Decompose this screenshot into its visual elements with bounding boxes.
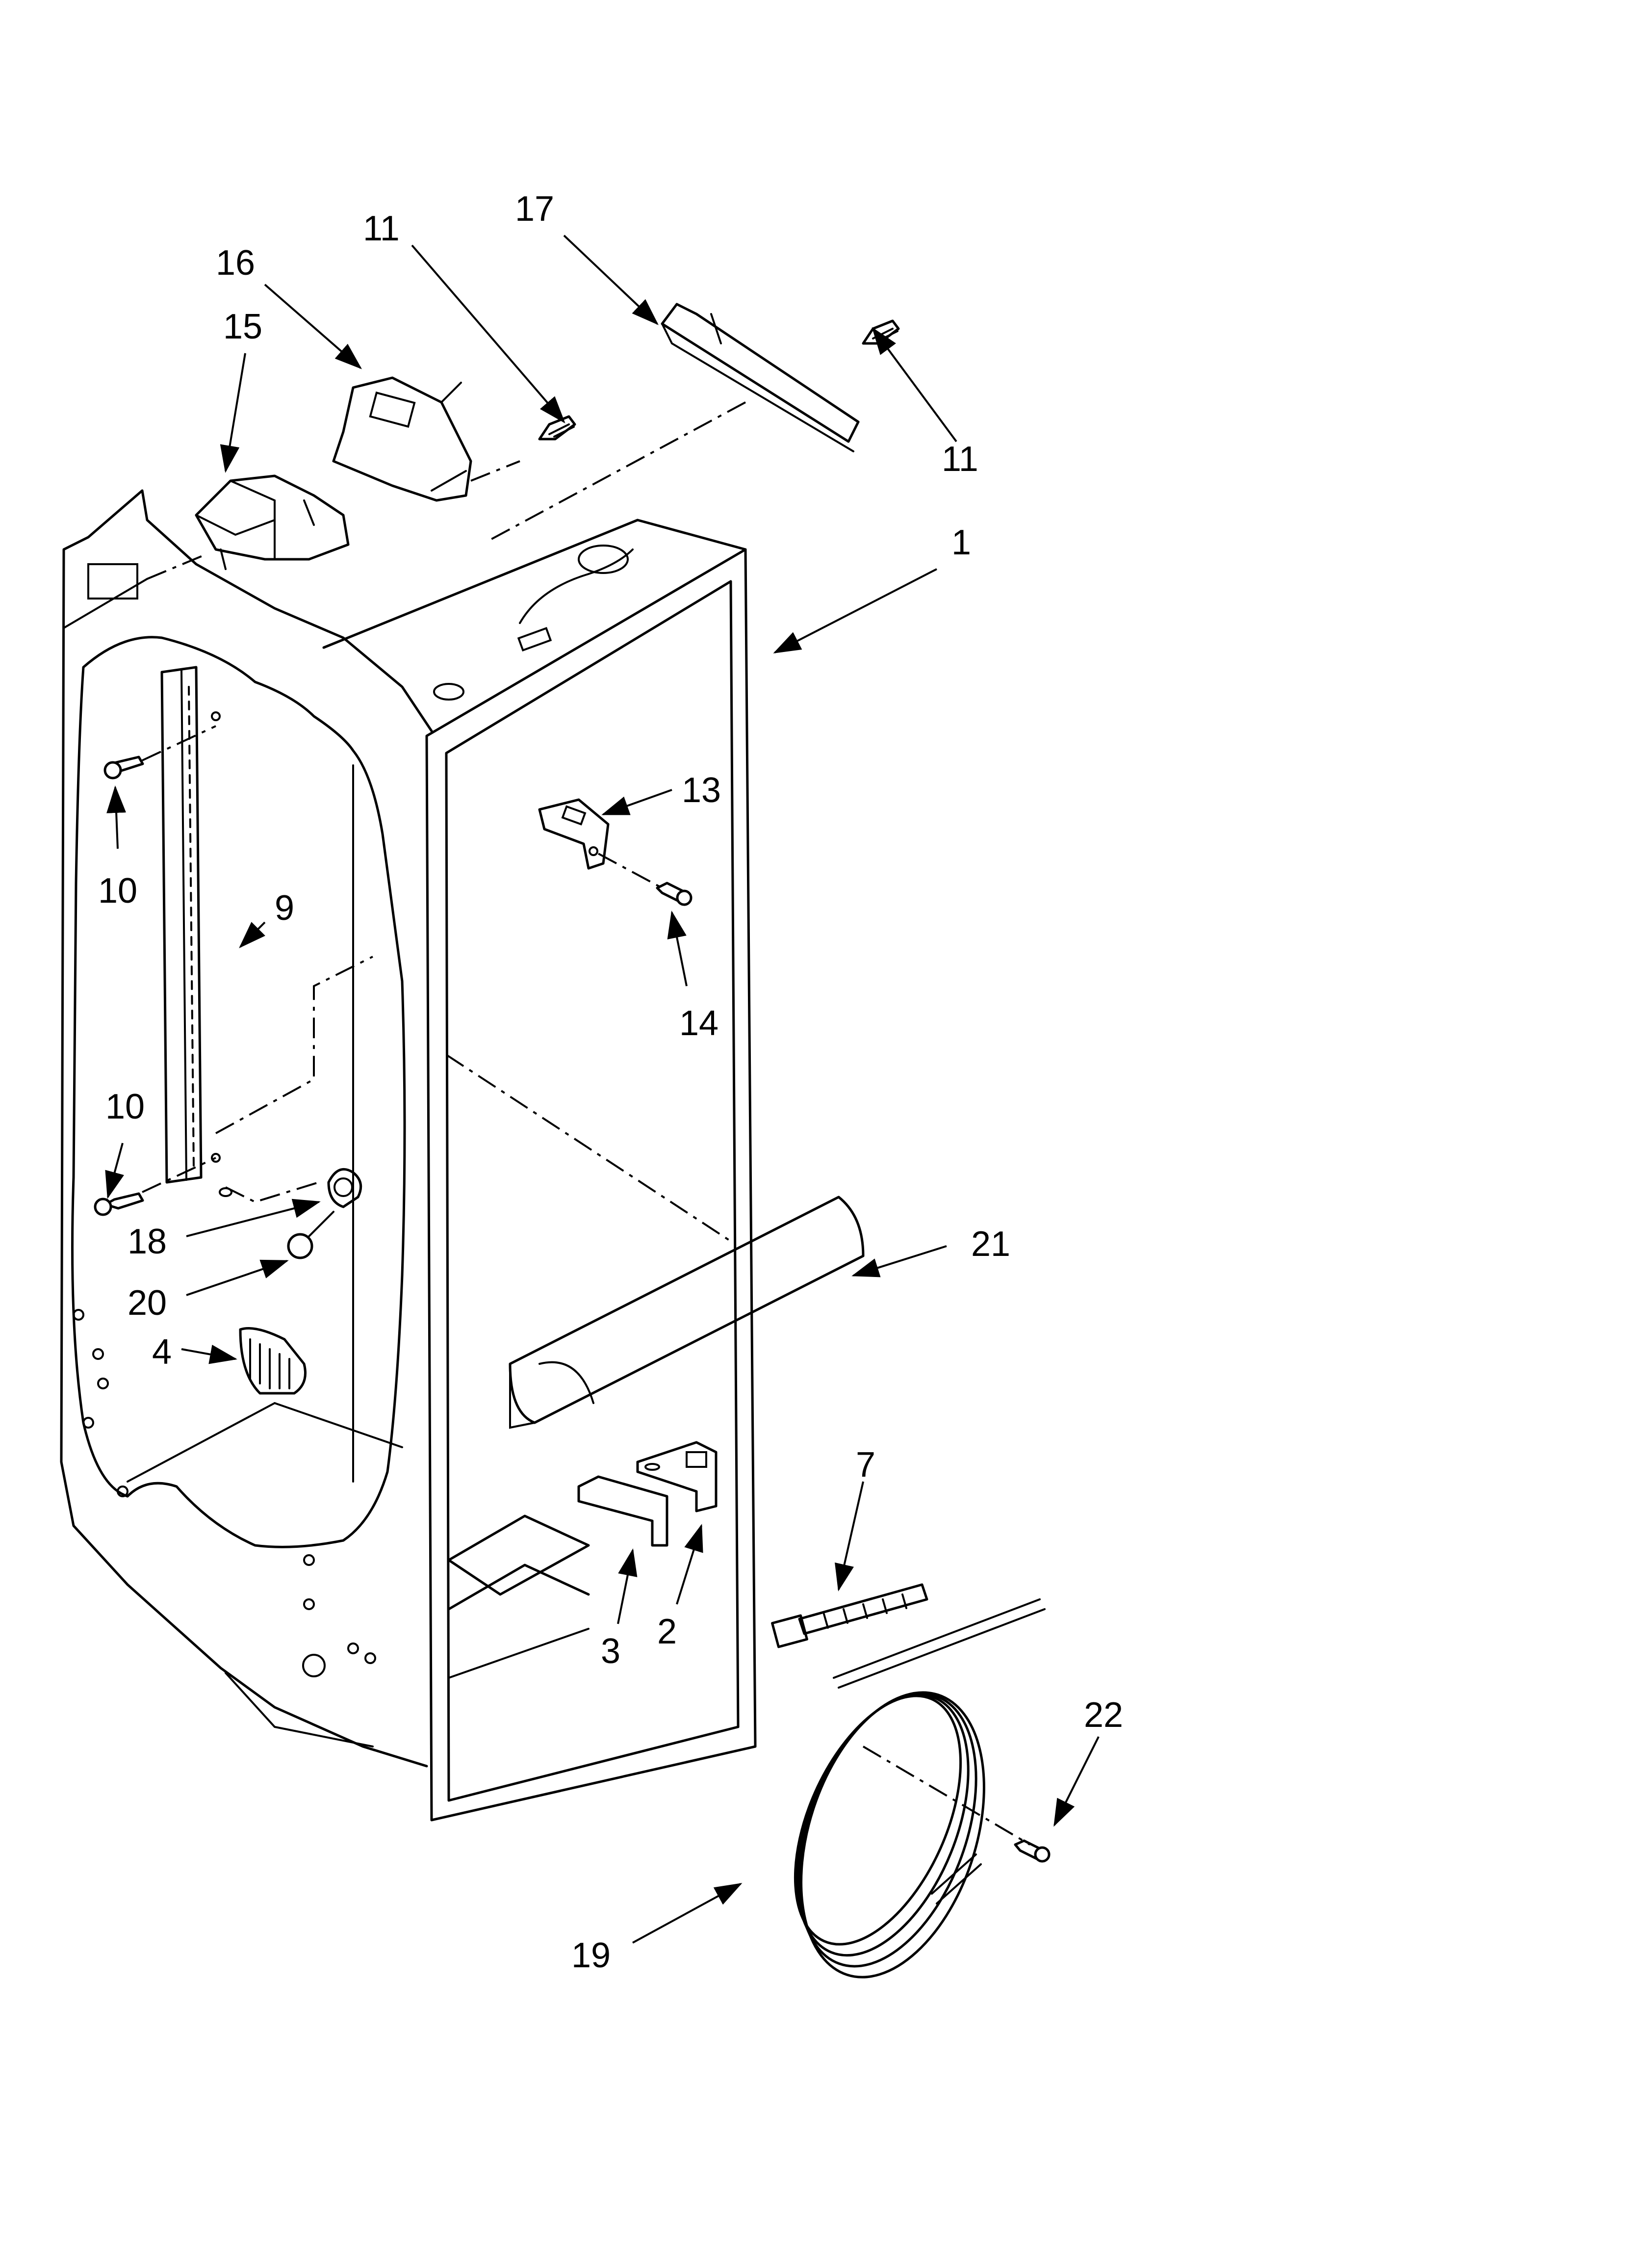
top-rail — [490, 303, 860, 541]
screw-10-upper — [103, 725, 216, 780]
callout-10-upper: 10 — [98, 871, 137, 911]
vent-grille — [239, 1327, 307, 1395]
callout-9: 9 — [275, 888, 294, 928]
housing-cover — [332, 376, 472, 502]
leader-lines — [105, 235, 1100, 1944]
callout-3: 3 — [601, 1632, 620, 1671]
callout-11-right: 11 — [942, 440, 978, 479]
screw-11-left — [538, 415, 576, 441]
bracket-3 — [577, 1475, 668, 1547]
callout-21: 21 — [971, 1225, 1010, 1264]
callout-4: 4 — [152, 1332, 172, 1372]
callout-15: 15 — [223, 307, 262, 346]
callout-10-lower: 10 — [105, 1087, 145, 1126]
screw-10-lower — [94, 1157, 216, 1216]
callout-17: 17 — [515, 189, 554, 229]
screw-14 — [656, 882, 693, 906]
wire-coil — [794, 1598, 1046, 1979]
cover-21 — [509, 1196, 865, 1429]
screw-22 — [1014, 1839, 1051, 1863]
control-housing — [195, 474, 350, 570]
callout-2: 2 — [657, 1612, 677, 1651]
callout-20: 20 — [128, 1283, 167, 1323]
light-socket-18 — [219, 1168, 362, 1208]
callout-1: 1 — [951, 523, 971, 562]
callout-13: 13 — [682, 771, 721, 810]
bracket-13 — [538, 798, 663, 889]
callout-18: 18 — [128, 1222, 167, 1261]
cable-tie — [771, 1583, 928, 1648]
callout-11-top: 11 — [363, 209, 400, 248]
callout-22: 22 — [1084, 1695, 1123, 1735]
callout-16: 16 — [216, 243, 255, 283]
callout-labels: 11 16 15 17 11 1 13 14 10 9 10 18 20 4 2… — [98, 189, 1123, 1975]
shelf-ladder-rail — [160, 666, 221, 1184]
callout-14: 14 — [679, 1004, 718, 1043]
bracket-2 — [636, 1441, 718, 1512]
cabinet-liner — [60, 489, 757, 1822]
light-bulb-20 — [287, 1211, 334, 1259]
callout-19: 19 — [571, 1936, 611, 1975]
callout-7: 7 — [856, 1445, 875, 1485]
